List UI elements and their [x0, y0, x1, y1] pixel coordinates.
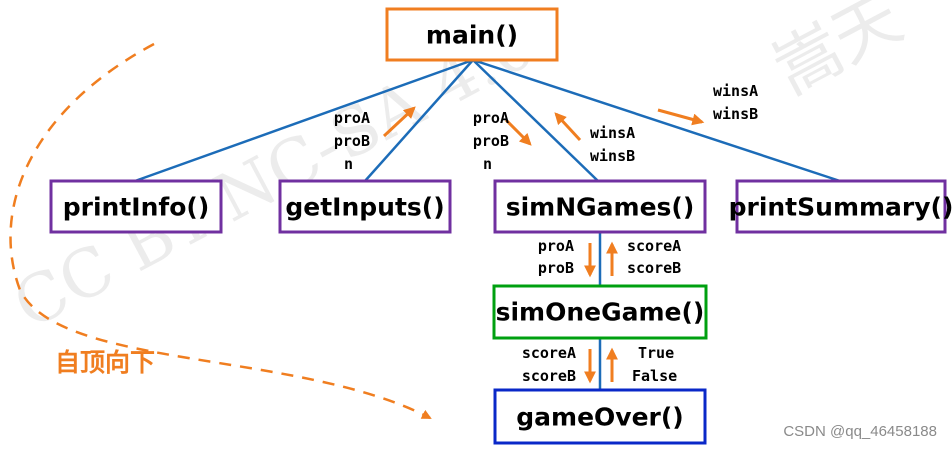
- node-simonegame-label: simOneGame(): [496, 298, 705, 327]
- node-main: main(): [385, 7, 559, 62]
- node-gameover: gameOver(): [493, 388, 707, 445]
- node-printinfo: printInfo(): [49, 179, 223, 234]
- edge-main-printsummary: [472, 58, 841, 183]
- param-label: winsA: [713, 82, 758, 100]
- param-label: True: [638, 344, 674, 362]
- param-label: proB: [334, 132, 370, 150]
- top-down-label: 自顶向下: [55, 348, 155, 377]
- node-getinputs-label: getInputs(): [285, 193, 444, 222]
- arrow-simngames-up-icon: [554, 112, 582, 142]
- node-main-label: main(): [426, 21, 518, 50]
- node-gameover-label: gameOver(): [516, 403, 683, 432]
- arrow-getinputs-up-icon: [382, 106, 416, 138]
- param-label: n: [344, 155, 353, 173]
- param-label: scoreA: [627, 237, 681, 255]
- node-simngames: simNGames(): [493, 179, 707, 234]
- flow-arrows: [382, 106, 705, 384]
- getinputs-out-labels: proA proB n: [334, 109, 370, 173]
- credit-watermark: CSDN @qq_46458188: [783, 423, 937, 440]
- arrow-printsummary-right-icon: [657, 108, 705, 126]
- edge-main-printinfo: [134, 58, 474, 183]
- param-label: proA: [334, 109, 370, 127]
- param-label: winsA: [590, 124, 635, 142]
- edge-main-simngames: [472, 59, 599, 182]
- node-printsummary: printSummary(): [729, 179, 952, 234]
- param-label: proB: [538, 259, 574, 277]
- param-label: proB: [473, 132, 509, 150]
- param-label: winsB: [713, 105, 758, 123]
- simonegame-out-labels: scoreA scoreB: [627, 237, 681, 277]
- node-simngames-label: simNGames(): [506, 193, 695, 222]
- param-label: scoreA: [522, 344, 576, 362]
- node-printsummary-label: printSummary(): [729, 193, 952, 222]
- edge-main-getinputs: [364, 59, 474, 182]
- watermark-author-text: 嵩天: [761, 0, 914, 109]
- param-label: scoreB: [627, 259, 681, 277]
- gameover-out-labels: True False: [632, 344, 677, 385]
- simngames-in-labels: proA proB n: [473, 109, 509, 173]
- arrow-simngames-down-icon: [504, 118, 532, 146]
- node-simonegame: simOneGame(): [492, 284, 708, 340]
- edges: [134, 58, 841, 390]
- gameover-in-labels: scoreA scoreB: [522, 344, 576, 385]
- node-printinfo-label: printInfo(): [63, 193, 210, 222]
- simonegame-in-labels: proA proB: [538, 237, 574, 277]
- node-getinputs: getInputs(): [278, 179, 452, 234]
- param-label: proA: [473, 109, 509, 127]
- simngames-out-labels: winsA winsB: [590, 124, 635, 165]
- param-label: False: [632, 367, 677, 385]
- printsummary-in-labels: winsA winsB: [713, 82, 758, 123]
- param-label: n: [483, 155, 492, 173]
- param-label: proA: [538, 237, 574, 255]
- param-label: winsB: [590, 147, 635, 165]
- param-label: scoreB: [522, 367, 576, 385]
